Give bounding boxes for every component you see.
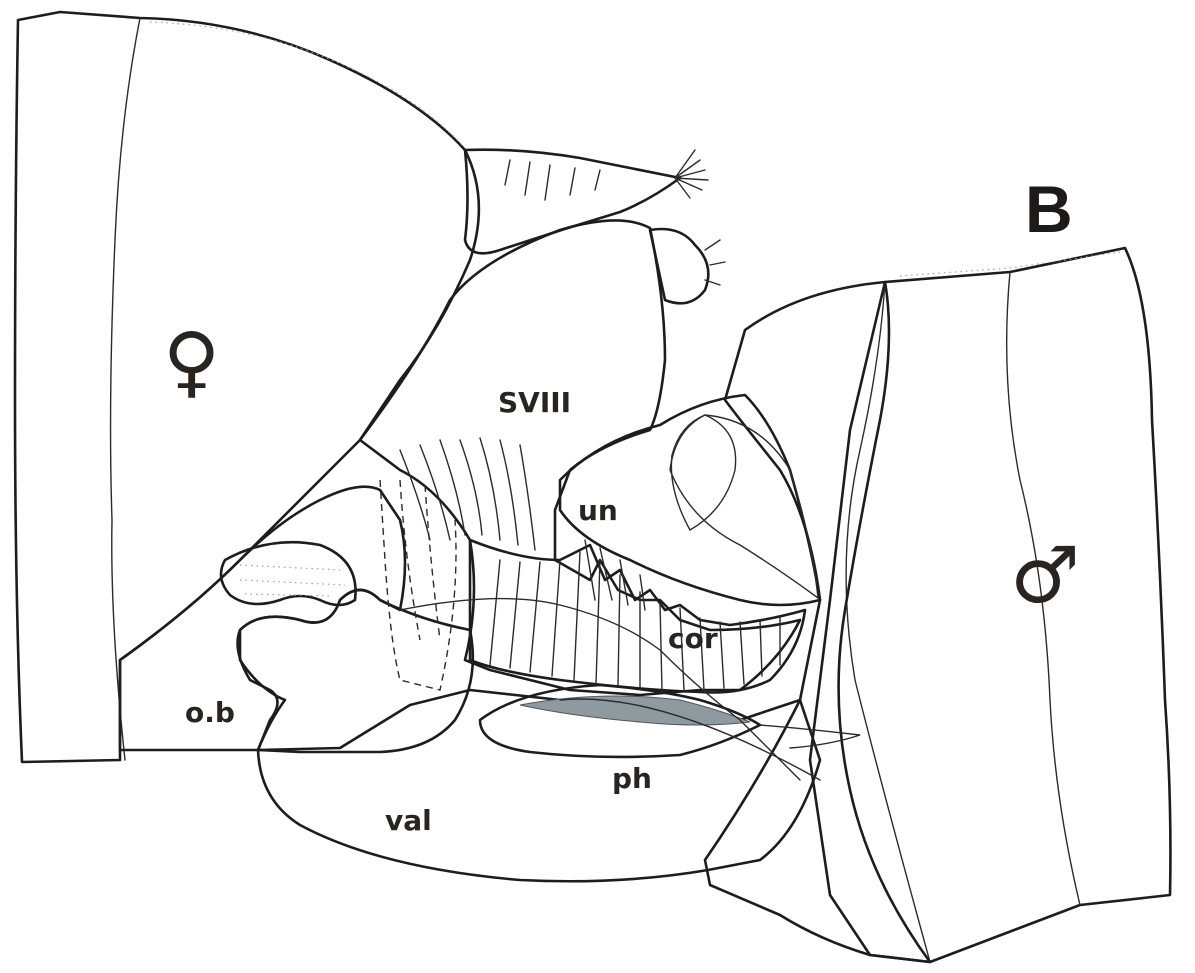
setae-tuft <box>675 150 708 198</box>
male-symbol: ♂ <box>1010 531 1080 621</box>
panel-letter: B <box>1025 172 1073 246</box>
male-sacculus-lobe <box>240 590 473 752</box>
female-small-lobe <box>650 229 708 303</box>
phallus <box>480 685 860 780</box>
label-val: val <box>385 804 432 837</box>
label-sviii: SVIII <box>498 386 571 419</box>
male-tegumen <box>705 282 930 962</box>
female-papilla-analis <box>465 150 680 254</box>
label-cor: cor <box>668 622 718 655</box>
female-segment-vii <box>15 12 479 762</box>
female-symbol: ♀ <box>163 317 220 407</box>
female-ostium-lobe <box>120 487 405 750</box>
male-terminal-segment <box>810 248 1170 962</box>
label-ob: o.b <box>185 696 235 729</box>
label-un: un <box>578 494 618 527</box>
female-stippled-lobe <box>221 542 356 605</box>
label-ph: ph <box>612 762 652 795</box>
